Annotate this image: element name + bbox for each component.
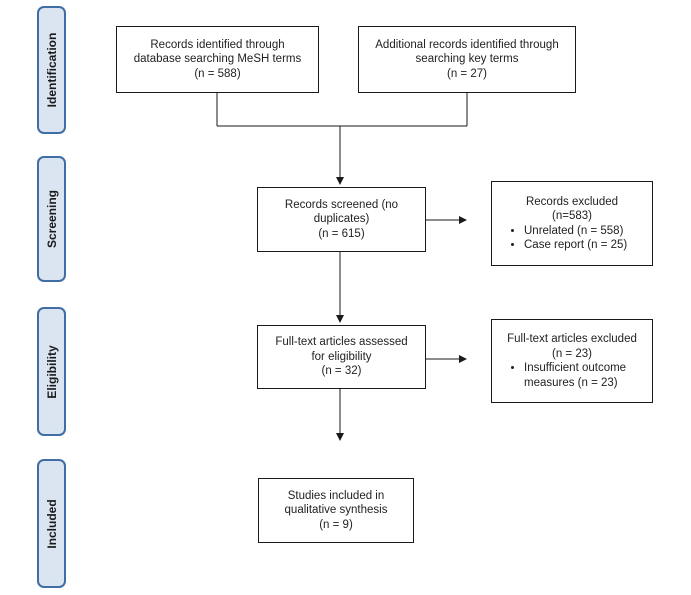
additional-records-box: Additional records identified through se… — [358, 26, 576, 93]
records-excluded-item-case-report: Case report (n = 25) — [524, 238, 648, 253]
fulltext-assessed-line2: for eligibility — [311, 350, 372, 363]
records-excluded-box: Records excluded (n=583) Unrelated (n = … — [491, 181, 653, 266]
records-identified-box: Records identified through database sear… — [116, 26, 319, 93]
records-identified-count: (n = 588) — [194, 67, 241, 80]
fulltext-assessed-box: Full-text articles assessed for eligibil… — [257, 325, 426, 389]
fulltext-assessed-count: (n = 32) — [321, 365, 362, 378]
stage-included: Included — [37, 459, 66, 588]
studies-included-line2: qualitative synthesis — [284, 504, 388, 517]
records-excluded-item-unrelated: Unrelated (n = 558) — [524, 224, 648, 239]
fulltext-excluded-item-insufficient: Insufficient outcome measures (n = 23) — [524, 361, 648, 390]
stage-identification: Identification — [37, 6, 66, 134]
fulltext-excluded-line1: Full-text articles excluded — [507, 333, 637, 345]
studies-included-count: (n = 9) — [319, 518, 353, 531]
fulltext-excluded-list: Insufficient outcome measures (n = 23) — [496, 361, 648, 390]
studies-included-box: Studies included in qualitative synthesi… — [258, 478, 414, 543]
records-excluded-list: Unrelated (n = 558) Case report (n = 25) — [496, 224, 648, 253]
fulltext-excluded-count: (n = 23) — [552, 347, 592, 360]
records-screened-box: Records screened (no duplicates) (n = 61… — [257, 187, 426, 252]
stage-screening: Screening — [37, 156, 66, 282]
records-identified-line2: database searching MeSH terms — [133, 53, 302, 66]
stage-eligibility: Eligibility — [37, 307, 66, 436]
studies-included-line1: Studies included in — [287, 489, 385, 502]
additional-records-line2: searching key terms — [415, 53, 519, 66]
additional-records-count: (n = 27) — [447, 67, 487, 80]
fulltext-assessed-line1: Full-text articles assessed — [275, 336, 408, 349]
fulltext-excluded-box: Full-text articles excluded (n = 23) Ins… — [491, 319, 653, 403]
records-screened-line2: duplicates) — [313, 213, 370, 226]
records-screened-count: (n = 615) — [318, 227, 365, 240]
additional-records-line1: Additional records identified through — [375, 38, 559, 51]
records-excluded-count: (n=583) — [552, 210, 592, 222]
records-identified-line1: Records identified through — [150, 38, 285, 51]
records-screened-line1: Records screened (no — [284, 198, 399, 211]
records-excluded-line1: Records excluded — [525, 195, 619, 208]
